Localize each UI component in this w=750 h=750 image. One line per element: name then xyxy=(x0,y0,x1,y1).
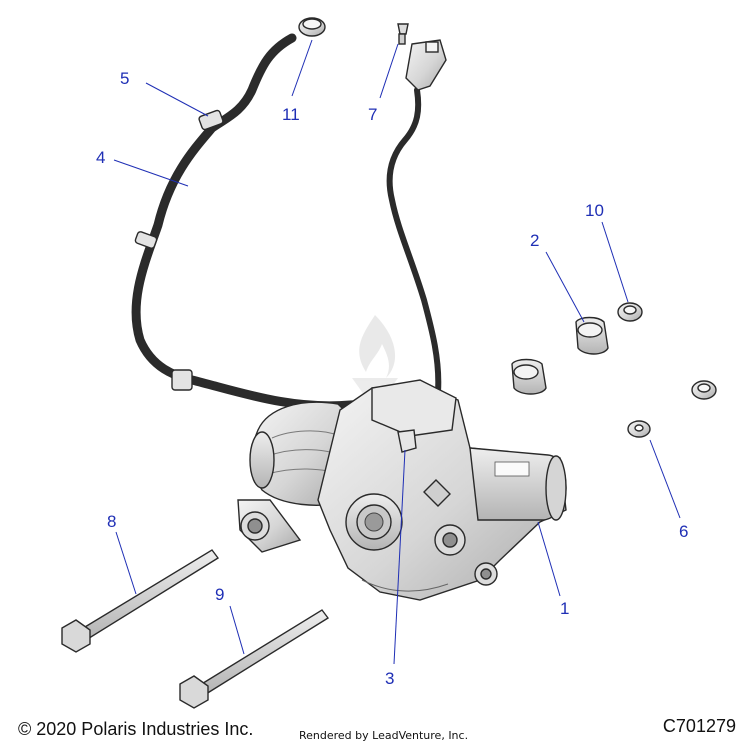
leader-lines xyxy=(113,39,681,665)
bushing xyxy=(511,316,609,395)
grommet xyxy=(617,302,717,400)
sensor-connector xyxy=(405,39,447,91)
callout-8: 8 xyxy=(107,512,116,531)
callout-labels: 1 2 3 4 5 6 7 8 9 10 11 xyxy=(96,69,688,688)
rendered-by-text: Rendered by LeadVenture, Inc. xyxy=(299,729,469,742)
hose-clip xyxy=(134,109,224,391)
diagram-code: C701279 xyxy=(662,716,736,736)
copyright-text: © 2020 Polaris Industries Inc. xyxy=(18,719,254,739)
sensor-wire xyxy=(386,87,442,395)
bolt-long xyxy=(61,549,220,653)
bolt-short xyxy=(179,609,330,709)
vent-cap xyxy=(298,17,326,37)
callout-4: 4 xyxy=(96,148,105,167)
vent-fitting xyxy=(397,429,417,453)
callout-1: 1 xyxy=(560,599,569,618)
callout-2: 2 xyxy=(530,231,539,250)
gearcase-housing xyxy=(237,379,567,601)
callout-9: 9 xyxy=(215,585,224,604)
callout-6: 6 xyxy=(679,522,688,541)
callout-5: 5 xyxy=(120,69,129,88)
push-clip xyxy=(397,23,409,45)
callout-11: 11 xyxy=(282,105,300,124)
callout-7: 7 xyxy=(368,105,377,124)
callout-3: 3 xyxy=(385,669,394,688)
callout-10: 10 xyxy=(585,201,604,220)
washer xyxy=(627,420,651,438)
